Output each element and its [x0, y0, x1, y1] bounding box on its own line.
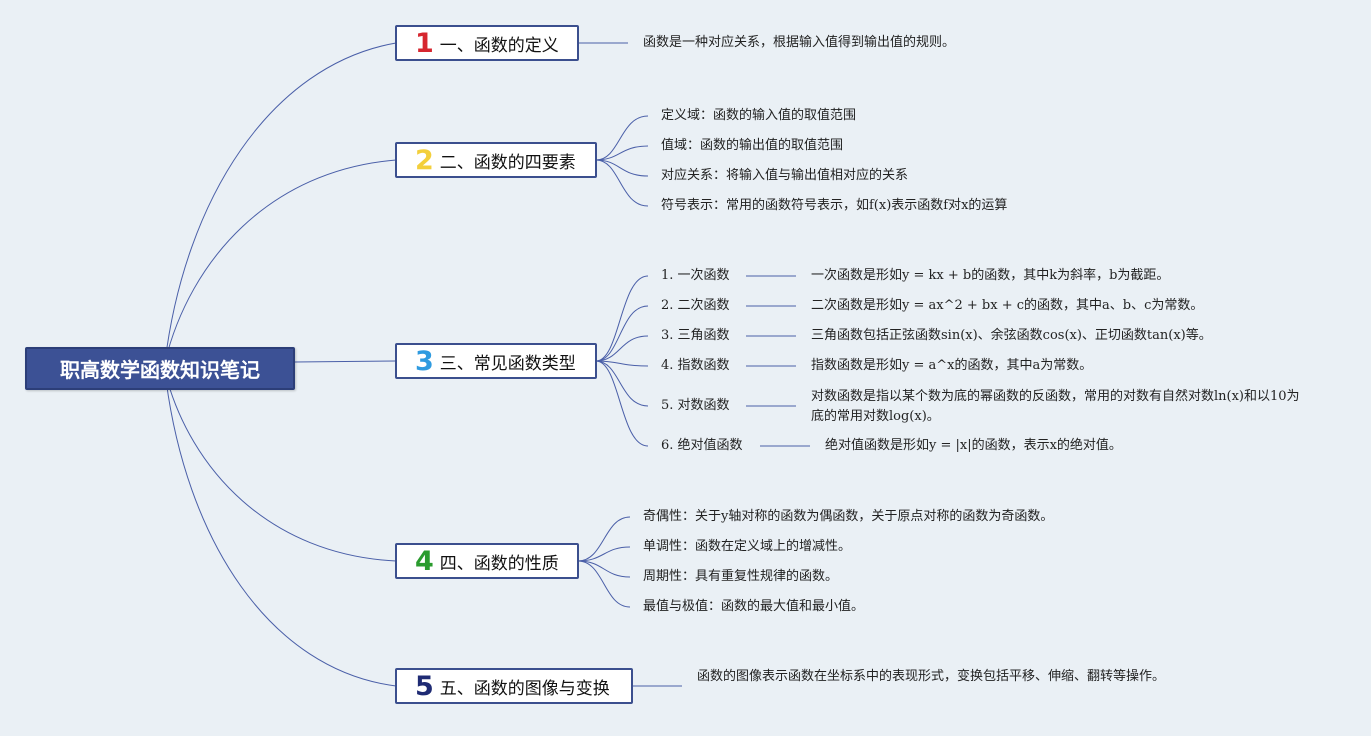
connector-branch-4-leaf-2 — [577, 546, 631, 562]
branch-5-node[interactable]: 5 五、函数的图像与变换 — [395, 668, 633, 704]
connector-branch-4-leaf-3 — [577, 560, 631, 578]
branch-3-sub-6-label: 6. 绝对值函数 — [661, 438, 743, 453]
branch-3-number: 3 — [415, 345, 434, 377]
connector-branch-3-sub-5 — [595, 360, 649, 407]
branch-4-leaf-3: 周期性：具有重复性规律的函数。 — [643, 569, 839, 584]
branch-2-number: 2 — [415, 144, 434, 176]
branch-2-label: 二、函数的四要素 — [439, 152, 576, 173]
branch-3-sub-2-label: 2. 二次函数 — [661, 298, 730, 313]
connector-root-branch-1 — [164, 42, 397, 363]
branch-1-node[interactable]: 1 一、函数的定义 — [395, 25, 579, 61]
branch-4-leaf-2: 单调性：函数在定义域上的增减性。 — [643, 539, 852, 554]
branch-3-sub-1-desc: 一次函数是形如y = kx + b的函数，其中k为斜率，b为截距。 — [811, 268, 1170, 283]
connector-branch-3-sub-3 — [595, 335, 649, 362]
connector-branch-2-leaf-1 — [595, 115, 649, 161]
root-node[interactable]: 职高数学函数知识笔记 — [25, 347, 295, 390]
branch-3-sub-3-label: 3. 三角函数 — [661, 328, 730, 343]
branch-4-label: 四、函数的性质 — [439, 553, 559, 574]
branch-1-number: 1 — [415, 27, 434, 59]
branch-2-leaf-3: 对应关系：将输入值与输出值相对应的关系 — [661, 168, 909, 183]
branch-3-sub-2-desc: 二次函数是形如y = ax^2 + bx + c的函数，其中a、b、c为常数。 — [811, 298, 1204, 313]
connector-branch-2-leaf-4 — [595, 159, 649, 207]
branch-2-leaf-2: 值域：函数的输出值的取值范围 — [661, 138, 844, 153]
connector-root-branch-3 — [294, 360, 397, 363]
branch-1-leaf-1: 函数是一种对应关系，根据输入值得到输出值的规则。 — [643, 35, 956, 50]
connector-root-branch-5 — [164, 371, 397, 687]
branch-5-leaf-1: 函数的图像表示函数在坐标系中的表现形式，变换包括平移、伸缩、翻转等操作。 — [697, 669, 1166, 684]
connector-root-branch-4 — [164, 371, 397, 562]
branch-4-leaf-4: 最值与极值：函数的最大值和最小值。 — [643, 599, 865, 614]
connector-branch-3-sub-1 — [595, 275, 649, 362]
branch-3-sub-6-desc: 绝对值函数是形如y = |x|的函数，表示x的绝对值。 — [825, 438, 1122, 453]
branch-5-label: 五、函数的图像与变换 — [439, 678, 610, 699]
branch-2-leaf-4: 符号表示：常用的函数符号表示，如f(x)表示函数f对x的运算 — [661, 198, 1008, 213]
connector-branch-4-leaf-4 — [577, 560, 631, 608]
branch-3-sub-3-desc: 三角函数包括正弦函数sin(x)、余弦函数cos(x)、正切函数tan(x)等。 — [811, 328, 1212, 343]
branch-3-sub-5-desc: 对数函数是指以某个数为底的幂函数的反函数，常用的对数有自然对数ln(x)和以10… — [811, 389, 1300, 424]
connector-branch-3-sub-6 — [595, 360, 649, 447]
branch-4-leaf-1: 奇偶性：关于y轴对称的函数为偶函数，关于原点对称的函数为奇函数。 — [643, 509, 1054, 524]
branch-3-sub-1-label: 1. 一次函数 — [661, 268, 730, 283]
branch-3-sub-5-label: 5. 对数函数 — [661, 398, 730, 413]
branch-4-node[interactable]: 4 四、函数的性质 — [395, 543, 579, 579]
connector-branch-2-leaf-2 — [595, 145, 649, 161]
branch-2-node[interactable]: 2 二、函数的四要素 — [395, 142, 597, 178]
branch-3-sub-4-label: 4. 指数函数 — [661, 358, 730, 373]
branch-3-sub-4-desc: 指数函数是形如y = a^x的函数，其中a为常数。 — [811, 358, 1093, 373]
connector-branch-3-sub-4 — [595, 360, 649, 367]
connector-root-branch-2 — [164, 159, 397, 363]
branch-3-label: 三、常见函数类型 — [439, 353, 576, 374]
connector-branch-3-sub-2 — [595, 305, 649, 362]
branch-1-label: 一、函数的定义 — [439, 35, 559, 56]
branch-3-node[interactable]: 3 三、常见函数类型 — [395, 343, 597, 379]
connector-branch-2-leaf-3 — [595, 159, 649, 177]
branch-2-leaf-1: 定义域：函数的输入值的取值范围 — [661, 108, 857, 123]
branch-4-number: 4 — [415, 545, 434, 577]
connector-branch-4-leaf-1 — [577, 516, 631, 562]
branch-5-number: 5 — [415, 670, 434, 702]
